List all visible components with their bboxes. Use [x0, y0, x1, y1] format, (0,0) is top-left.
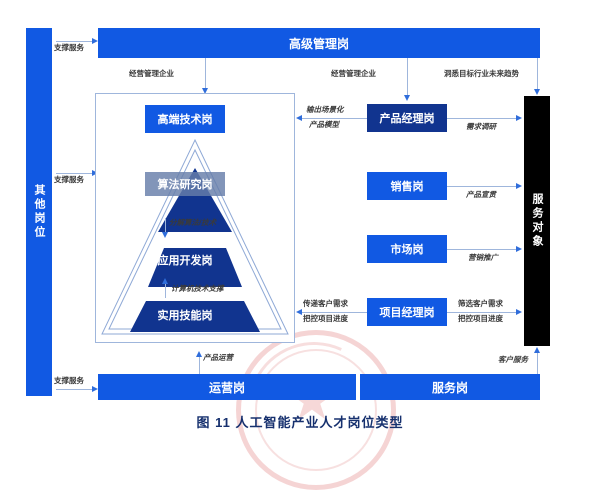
flow-manage-right-arrow-icon [403, 95, 410, 101]
sidebar-service-target-label: 服务对象 [531, 193, 543, 249]
flow-pm-right-label-1: 筛选客户需求 [458, 299, 503, 308]
flow-demand-research-line [447, 118, 518, 119]
pyramid-level-algorithm-label: 算法研究岗 [157, 179, 213, 191]
pyramid-tiers [130, 168, 260, 332]
flow-support-top-label: 支撑服务 [54, 43, 84, 52]
flow-support-top-arrow-icon [92, 37, 98, 44]
flow-manage-left-line [205, 58, 206, 89]
bar-service-job[interactable]: 服务岗 [360, 374, 540, 400]
flow-pm-right-label-2: 把控项目进度 [458, 314, 503, 323]
bar-senior-management-label: 高级管理岗 [288, 36, 349, 51]
flow-marketing-label: 营销推广 [468, 253, 498, 262]
role-product-manager-label: 产品经理岗 [379, 113, 435, 125]
flow-decompose-arrow-icon [161, 232, 168, 238]
bar-senior-management[interactable]: 高级管理岗 [98, 28, 540, 58]
watermark-arc [229, 323, 399, 493]
flow-manage-left-arrow-icon [201, 88, 208, 94]
flow-support-mid-line [56, 173, 94, 174]
flow-demand-research-label: 需求调研 [466, 122, 496, 131]
flow-product-ops-label: 产品运营 [203, 353, 233, 362]
flow-support-bottom-line [56, 389, 94, 390]
flow-pm-left-line [302, 312, 367, 313]
bar-operations-job[interactable]: 运营岗 [98, 374, 356, 400]
role-market[interactable]: 市场岗 [367, 235, 447, 263]
sidebar-other-jobs[interactable]: 其他岗位 [26, 28, 52, 396]
flow-marketing-line [447, 249, 518, 250]
role-sales-label: 销售岗 [390, 181, 424, 193]
flow-pm-left-arrow-icon [296, 308, 302, 315]
flow-product-promo-arrow-icon [516, 182, 522, 189]
flow-pm-left-label-2: 把控项目进度 [303, 314, 348, 323]
flow-cs-support-label: 计算机技术支撑 [171, 284, 224, 293]
flow-scene-model-line [302, 118, 367, 119]
flow-demand-research-arrow-icon [516, 114, 522, 121]
flow-insight-line [537, 58, 538, 90]
flow-product-ops-line [199, 356, 200, 374]
flow-customer-service-label: 客户服务 [498, 355, 528, 364]
flow-cs-support-arrow-icon [161, 278, 168, 284]
role-product-manager[interactable]: 产品经理岗 [367, 104, 447, 132]
flow-support-bottom-arrow-icon [92, 385, 98, 392]
flow-marketing-arrow-icon [516, 245, 522, 252]
flow-scene-model-arrow-icon [296, 114, 302, 121]
flow-insight-arrow-icon [533, 89, 540, 95]
role-project-manager[interactable]: 项目经理岗 [367, 298, 447, 326]
flow-scene-model-label-2: 产品模型 [309, 120, 339, 129]
pyramid-level-high-tech-label: 高端技术岗 [157, 114, 213, 126]
flow-support-mid-label: 支撑服务 [54, 175, 84, 184]
pyramid-level-algorithm[interactable]: 算法研究岗 [145, 172, 225, 196]
bar-operations-job-label: 运营岗 [208, 380, 245, 395]
flow-support-bottom-label: 支撑服务 [54, 376, 84, 385]
role-sales[interactable]: 销售岗 [367, 172, 447, 200]
pyramid-level-practical-label: 实用技能岗 [157, 310, 213, 322]
role-market-label: 市场岗 [390, 244, 424, 256]
flow-pm-right-line [447, 312, 518, 313]
flow-customer-service-line [537, 352, 538, 374]
pyramid-level-high-tech[interactable]: 高端技术岗 [145, 105, 225, 133]
bar-service-job-label: 服务岗 [431, 380, 468, 395]
figure-caption: 图 11 人工智能产业人才岗位类型 [196, 415, 404, 430]
flow-decompose-line [165, 218, 166, 234]
flow-manage-right-label: 经营管理企业 [331, 69, 376, 78]
flow-pm-left-label-1: 传递客户需求 [303, 299, 348, 308]
flow-cs-support-line [165, 282, 166, 298]
sidebar-other-jobs-label: 其他岗位 [33, 184, 45, 240]
flow-product-promo-line [447, 186, 518, 187]
pyramid-level-app-dev-label: 应用开发岗 [157, 255, 213, 267]
role-project-manager-label: 项目经理岗 [379, 307, 435, 319]
flow-insight-label: 洞悉目标行业未来趋势 [444, 69, 519, 78]
watermark-stamp [236, 330, 396, 490]
figure-canvas: ★ 其他岗位 服务对象 高级管理岗 运营岗 服务岗 支撑服务 支撑服务 支撑服务… [26, 28, 550, 493]
flow-customer-service-arrow-icon [533, 347, 540, 353]
flow-manage-left-label: 经营管理企业 [129, 69, 174, 78]
sidebar-service-target[interactable]: 服务对象 [524, 96, 550, 346]
pyramid-level-practical[interactable]: 实用技能岗 [145, 302, 225, 328]
flow-decompose-label: 分解算法/技术 [169, 218, 217, 227]
flow-manage-right-line [407, 58, 408, 96]
pyramid-level-app-dev[interactable]: 应用开发岗 [145, 248, 225, 272]
flow-scene-model-label-1: 输出场景化 [306, 105, 344, 114]
flow-pm-right-arrow-icon [516, 308, 522, 315]
flow-product-promo-label: 产品宣贯 [466, 190, 496, 199]
flow-product-ops-arrow-icon [195, 351, 202, 357]
flow-support-top-line [56, 41, 94, 42]
